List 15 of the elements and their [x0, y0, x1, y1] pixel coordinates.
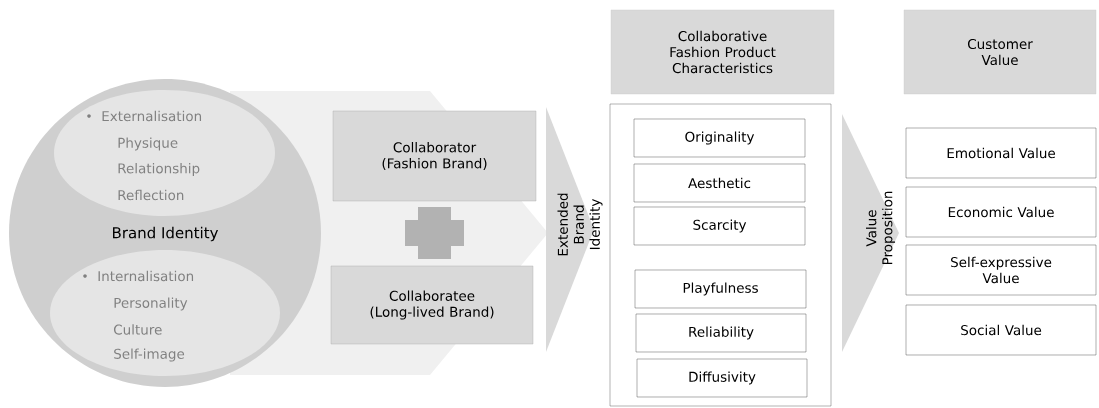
value-box: Playfulness — [634, 269, 807, 309]
value-box: Aesthetic — [633, 163, 806, 203]
value-box: Reliability — [635, 313, 807, 353]
brand-box: Collaboratee (Long-lived Brand) — [330, 265, 534, 345]
value-box: Economic Value — [905, 186, 1097, 238]
value-box: Self-expressive Value — [905, 244, 1097, 296]
value-box: Diffusivity — [636, 358, 808, 398]
header-box: Collaborative Fashion Product Characteristics — [610, 9, 835, 95]
brand-identity-label: Brand Identity — [113, 226, 218, 242]
value-box: Scarcity — [633, 206, 806, 246]
value-box: Originality — [633, 118, 806, 158]
value-box: Emotional Value — [905, 127, 1097, 179]
header-box: Customer Value — [903, 9, 1097, 95]
brand-box: Collaborator (Fashion Brand) — [332, 110, 537, 202]
value-box: Social Value — [905, 304, 1097, 356]
